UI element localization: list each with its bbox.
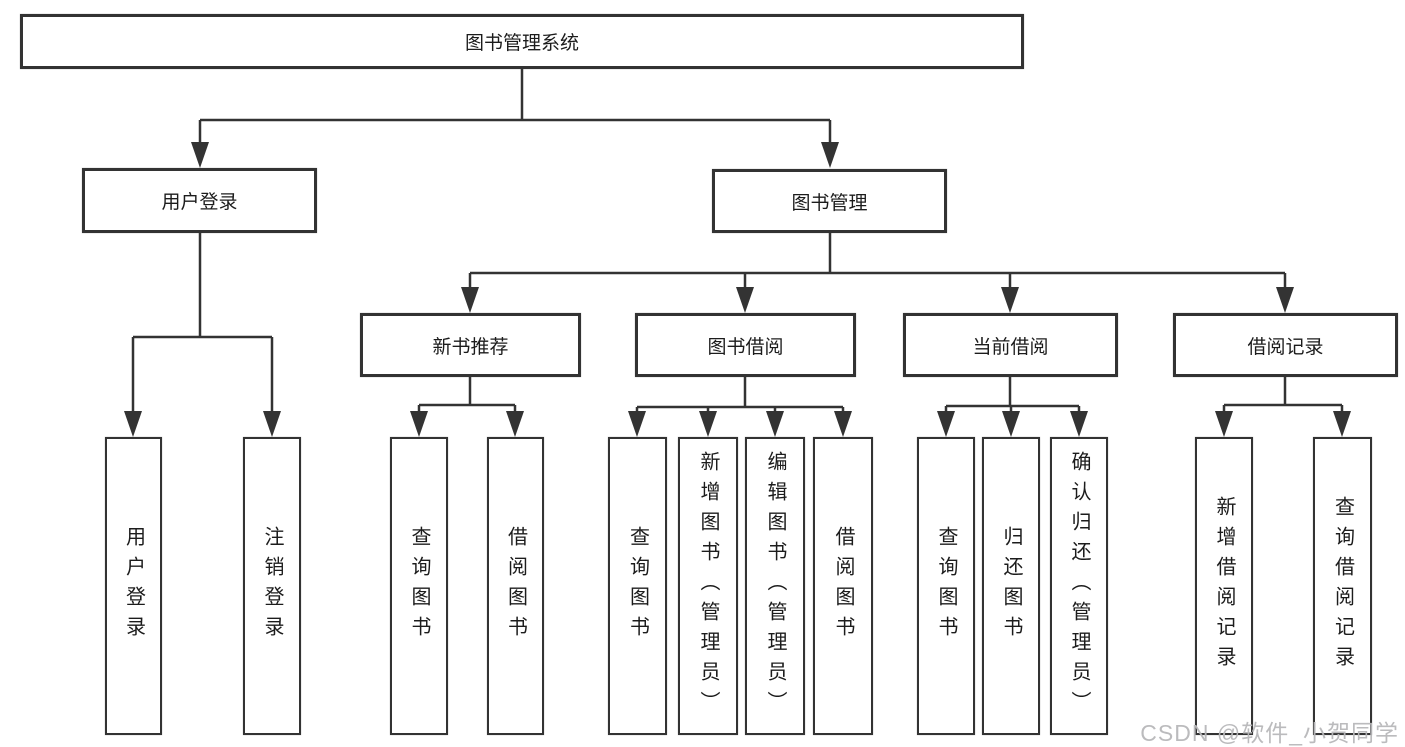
arrowhead [1333,411,1351,437]
node-label: 图书借阅 [707,336,784,358]
node-book-borrowing: 图书借阅 [635,313,856,377]
arrowhead [410,411,428,437]
connector-path [635,377,845,419]
arrowhead [1276,287,1294,313]
leaf-add-books-admin: 新增图书（管理员） [678,437,738,735]
watermark: CSDN @软件_小贺同学 [1140,720,1399,746]
connector-path [131,233,274,419]
leaf-logout: 注销登录 [243,437,301,735]
arrowhead [263,411,281,437]
leaf-label: 查询图书 [408,526,430,646]
leaf-label: 查询图书 [935,526,957,646]
leaf-label: 确认归还（管理员） [1068,451,1090,721]
leaf-label: 新增图书（管理员） [697,451,719,721]
leaf-query-books-3: 查询图书 [917,437,975,735]
node-label: 当前借阅 [972,336,1049,358]
connector-path [468,233,1287,295]
arrowhead [506,411,524,437]
arrowhead [1215,411,1233,437]
arrowhead [937,411,955,437]
connector-path [417,377,517,419]
leaf-label: 用户登录 [122,526,145,646]
arrowhead [1002,411,1020,437]
leaf-label: 编辑图书（管理员） [764,451,786,721]
leaf-label: 归还图书 [1000,526,1022,646]
leaf-label: 新增借阅记录 [1213,496,1235,676]
leaf-borrow-books: 借阅图书 [487,437,544,735]
leaf-label: 注销登录 [261,526,283,646]
node-current-borrowing: 当前借阅 [903,313,1118,377]
leaf-query-books-2: 查询图书 [608,437,667,735]
node-user-login: 用户登录 [82,168,317,233]
leaf-label: 借阅图书 [832,526,854,646]
leaf-query-borrow-record: 查询借阅记录 [1313,437,1372,735]
arrowhead [1070,411,1088,437]
leaf-label: 查询图书 [626,526,649,646]
arrowhead [736,287,754,313]
leaf-label: 借阅图书 [504,526,527,646]
node-label: 新书推荐 [432,336,509,358]
leaf-label: 查询借阅记录 [1331,496,1354,676]
leaf-borrow-books-2: 借阅图书 [813,437,873,735]
arrowhead [699,411,717,437]
node-label: 借阅记录 [1247,336,1324,358]
arrowhead [124,411,142,437]
node-library-management-system: 图书管理系统 [20,14,1024,69]
leaf-user-login: 用户登录 [105,437,162,735]
arrowhead [1001,287,1019,313]
node-label: 图书管理系统 [464,33,579,54]
connector-path [1222,377,1344,419]
arrowhead [191,142,209,168]
node-new-book-recommendation: 新书推荐 [360,313,581,377]
node-label: 用户登录 [161,192,238,213]
arrowhead [628,411,646,437]
leaf-edit-books-admin: 编辑图书（管理员） [745,437,805,735]
node-label: 图书管理 [791,192,868,214]
connector-path [198,69,832,150]
leaf-query-books: 查询图书 [390,437,448,735]
node-book-management: 图书管理 [712,169,947,233]
arrowhead [834,411,852,437]
arrowhead [461,287,479,313]
arrowhead [821,142,839,168]
node-borrowing-records: 借阅记录 [1173,313,1398,377]
leaf-confirm-return-admin: 确认归还（管理员） [1050,437,1108,735]
arrowhead [766,411,784,437]
leaf-return-books: 归还图书 [982,437,1040,735]
leaf-add-borrow-record: 新增借阅记录 [1195,437,1253,735]
